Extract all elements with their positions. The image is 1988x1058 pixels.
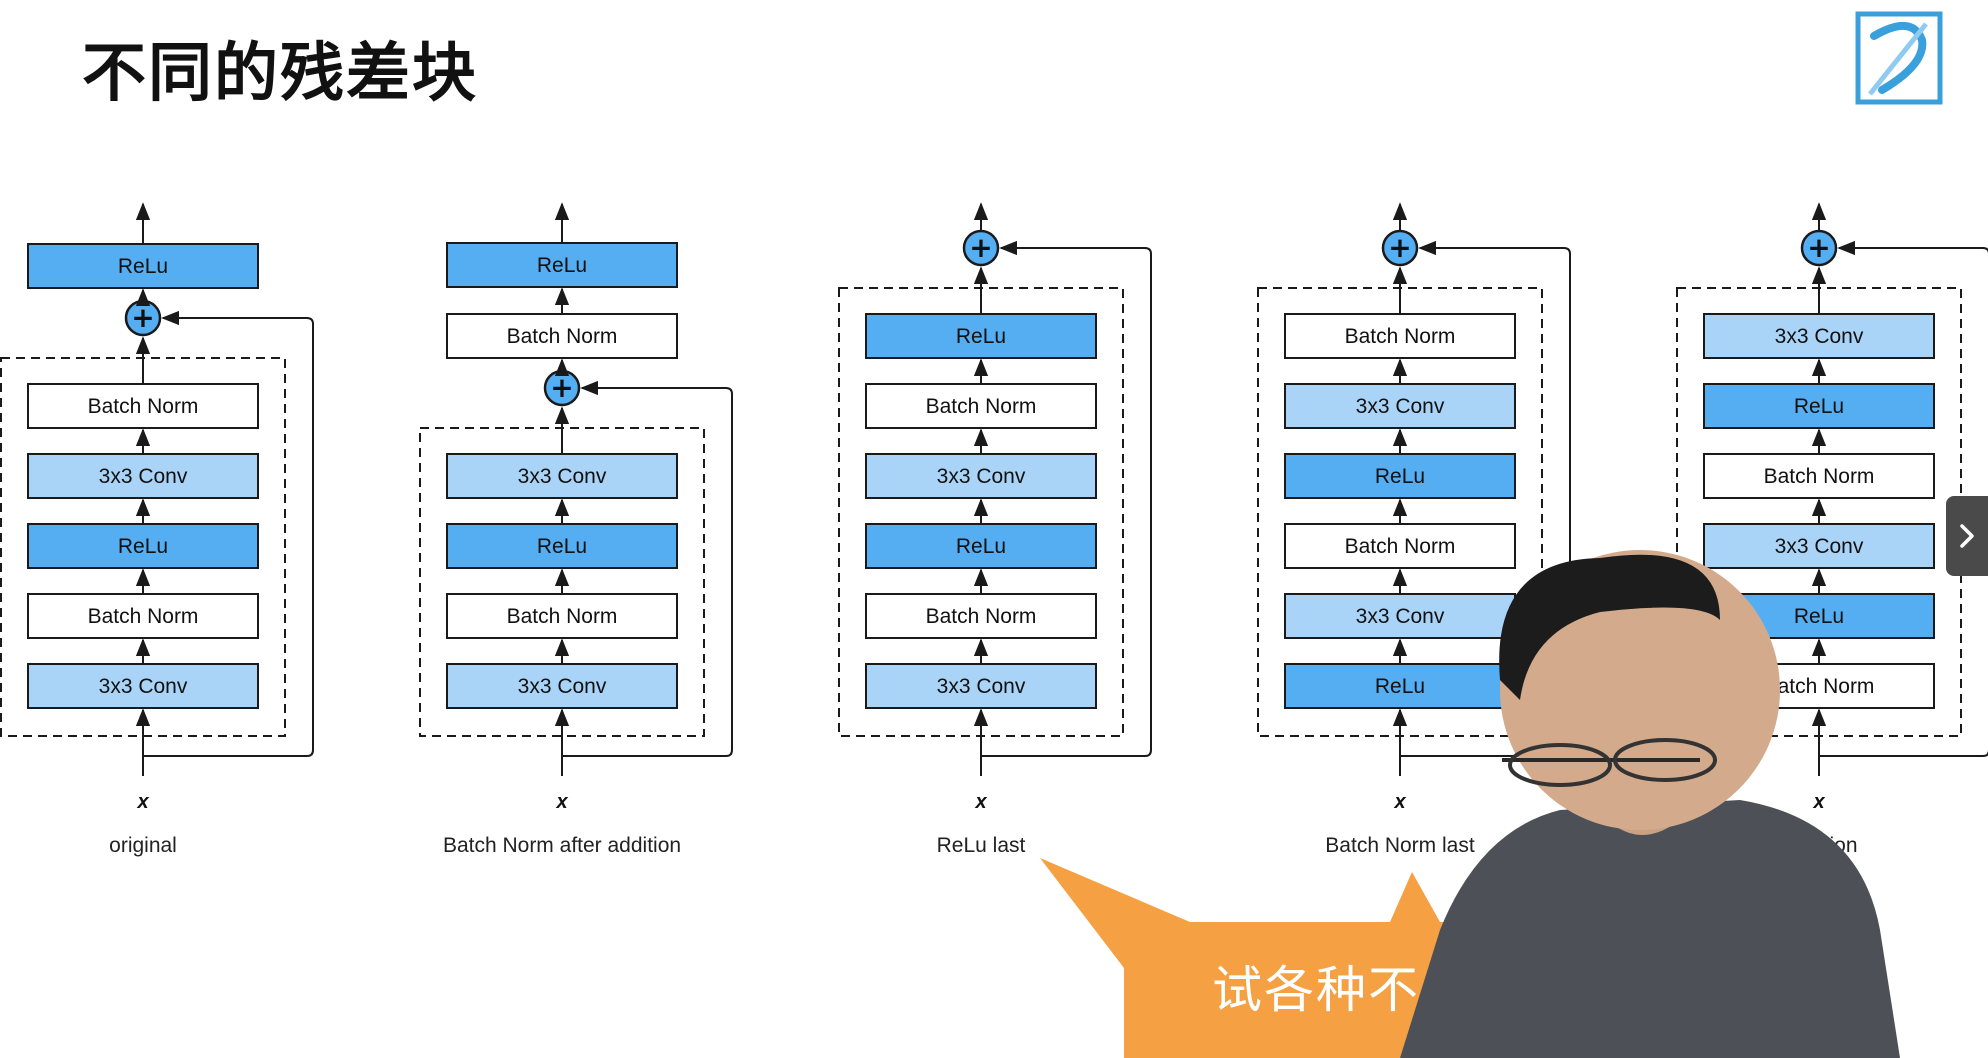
layer-relu: ReLu	[27, 523, 259, 569]
variant-caption: Batch Norm after addition	[443, 834, 681, 857]
layer-label: Batch Norm	[88, 605, 199, 628]
slide-title: 不同的残差块	[82, 37, 478, 111]
variant-caption: ReLu last	[937, 834, 1026, 857]
plus-icon: +	[969, 231, 992, 264]
input-x-label: x	[974, 791, 987, 813]
layer-label: Batch Norm	[926, 395, 1037, 418]
layer-relu: ReLu	[446, 242, 678, 288]
layer-3x3-conv: 3x3 Conv	[1703, 523, 1935, 569]
addition-node: +	[962, 229, 1000, 267]
layer-relu: ReLu	[446, 523, 678, 569]
layer-label: ReLu	[537, 535, 587, 558]
layer-relu: ReLu	[27, 243, 259, 289]
layer-label: ReLu	[118, 535, 168, 558]
plus-icon: +	[1807, 231, 1830, 264]
layer-label: ReLu	[956, 535, 1006, 558]
plus-icon: +	[1388, 231, 1411, 264]
layer-3x3-conv: 3x3 Conv	[27, 663, 259, 709]
layer-label: ReLu	[1794, 605, 1844, 628]
layer-label: Batch Norm	[1764, 675, 1875, 698]
layer-label: 3x3 Conv	[1775, 325, 1864, 348]
layer-batch-norm: Batch Norm	[865, 593, 1097, 639]
skip-connection-arrow	[562, 380, 733, 757]
layer-batch-norm: Batch Norm	[27, 593, 259, 639]
layer-relu: ReLu	[1703, 383, 1935, 429]
layer-label: Batch Norm	[88, 395, 199, 418]
layer-label: 3x3 Conv	[99, 465, 188, 488]
layer-relu: ReLu	[865, 313, 1097, 359]
plus-icon: +	[550, 371, 573, 404]
layer-batch-norm: Batch Norm	[1284, 313, 1516, 359]
variant-caption: Batch Norm last	[1325, 834, 1475, 857]
layer-label: Batch Norm	[1345, 325, 1456, 348]
layer-3x3-conv: 3x3 Conv	[27, 453, 259, 499]
layer-3x3-conv: 3x3 Conv	[446, 453, 678, 499]
input-x-label: x	[555, 791, 568, 813]
layer-label: 3x3 Conv	[1775, 535, 1864, 558]
layer-label: Batch Norm	[507, 605, 618, 628]
layer-label: 3x3 Conv	[937, 675, 1026, 698]
layer-3x3-conv: 3x3 Conv	[446, 663, 678, 709]
layer-label: Batch Norm	[507, 325, 618, 348]
input-x-label: x	[136, 791, 149, 813]
layer-label: ReLu	[118, 255, 168, 278]
chevron-right-icon	[1960, 524, 1974, 548]
layer-batch-norm: Batch Norm	[1284, 523, 1516, 569]
layer-3x3-conv: 3x3 Conv	[1284, 593, 1516, 639]
bilibili-logo-icon	[1855, 11, 1943, 105]
layer-3x3-conv: 3x3 Conv	[865, 453, 1097, 499]
layer-batch-norm: Batch Norm	[446, 313, 678, 359]
layer-label: ReLu	[537, 254, 587, 277]
layer-label: ReLu	[956, 325, 1006, 348]
skip-connection-arrow	[143, 310, 314, 757]
layer-label: 3x3 Conv	[937, 465, 1026, 488]
layer-label: 3x3 Conv	[99, 675, 188, 698]
layer-label: 3x3 Conv	[1356, 605, 1445, 628]
skip-connection-arrow	[981, 240, 1152, 757]
next-slide-button[interactable]	[1946, 496, 1988, 576]
layer-batch-norm: Batch Norm	[446, 593, 678, 639]
layer-label: 3x3 Conv	[518, 465, 607, 488]
layer-label: 3x3 Conv	[1356, 395, 1445, 418]
layer-batch-norm: Batch Norm	[1703, 453, 1935, 499]
subtitle-bubble-text: 试各种不	[1212, 961, 1420, 1019]
layer-label: ReLu	[1375, 675, 1425, 698]
layer-label: 3x3 Conv	[518, 675, 607, 698]
layer-label: ReLu	[1794, 395, 1844, 418]
layer-batch-norm: Batch Norm	[27, 383, 259, 429]
layer-label: Batch Norm	[1764, 465, 1875, 488]
variant-caption: original	[109, 834, 177, 857]
layer-3x3-conv: 3x3 Conv	[1703, 313, 1935, 359]
layer-label: Batch Norm	[1345, 535, 1456, 558]
layer-relu: ReLu	[865, 523, 1097, 569]
layer-3x3-conv: 3x3 Conv	[865, 663, 1097, 709]
input-x-label: x	[1812, 791, 1825, 813]
input-x-label: x	[1393, 791, 1406, 813]
plus-icon: +	[131, 301, 154, 334]
skip-connection-arrow	[1819, 240, 1988, 757]
layer-label: Batch Norm	[926, 605, 1037, 628]
layer-3x3-conv: 3x3 Conv	[1284, 383, 1516, 429]
layer-label: ReLu	[1375, 465, 1425, 488]
addition-node: +	[1800, 229, 1838, 267]
